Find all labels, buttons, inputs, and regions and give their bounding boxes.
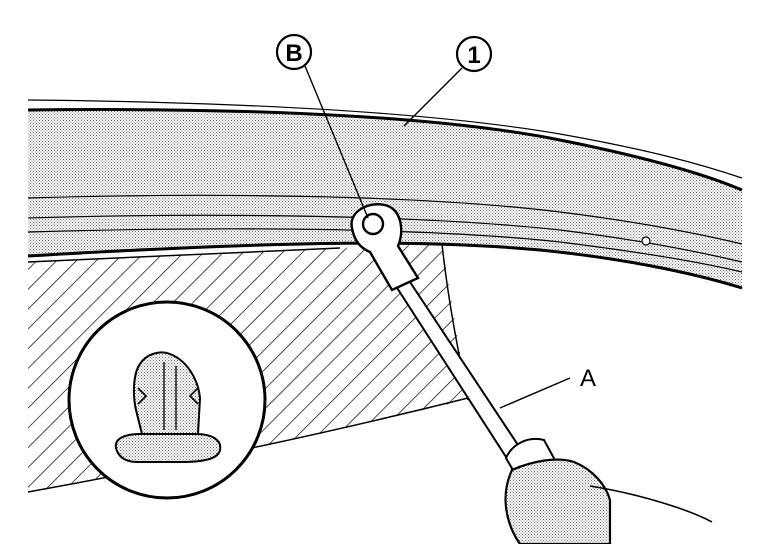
callout-clip-b: B (275, 33, 313, 71)
leader-line-part-1 (403, 67, 463, 127)
panel-edge (27, 247, 341, 263)
screwdriver-handle (504, 458, 612, 546)
clip-slot (163, 362, 177, 430)
leader-line-clip-b (304, 65, 369, 219)
clip-shank (132, 351, 202, 435)
molding-top-edge (27, 108, 743, 192)
screwdriver (350, 203, 713, 546)
molding-groove-2 (27, 214, 743, 263)
callout-part-1: 1 (455, 35, 493, 73)
callout-part-1-label: 1 (467, 42, 480, 69)
callout-clip-b-label: B (285, 40, 302, 67)
callout-tool-a-label: A (580, 365, 596, 392)
screwdriver-handle-grip (589, 485, 713, 523)
molding-bottom-edge (27, 241, 743, 290)
molding-clip-hole (641, 236, 651, 246)
clip-barb-right (188, 387, 199, 405)
molding-groove-1 (27, 194, 743, 245)
push-clip-icon (114, 351, 222, 463)
clip-head (114, 433, 222, 463)
molding-top-line-2 (27, 99, 743, 179)
clip-detail-lens (67, 300, 267, 500)
molding-groove-3 (27, 228, 743, 273)
lens-outline (67, 300, 267, 500)
screwdriver-notch (361, 212, 385, 236)
clip-barb-left (137, 387, 148, 405)
leader-line-tool-a (499, 377, 571, 409)
